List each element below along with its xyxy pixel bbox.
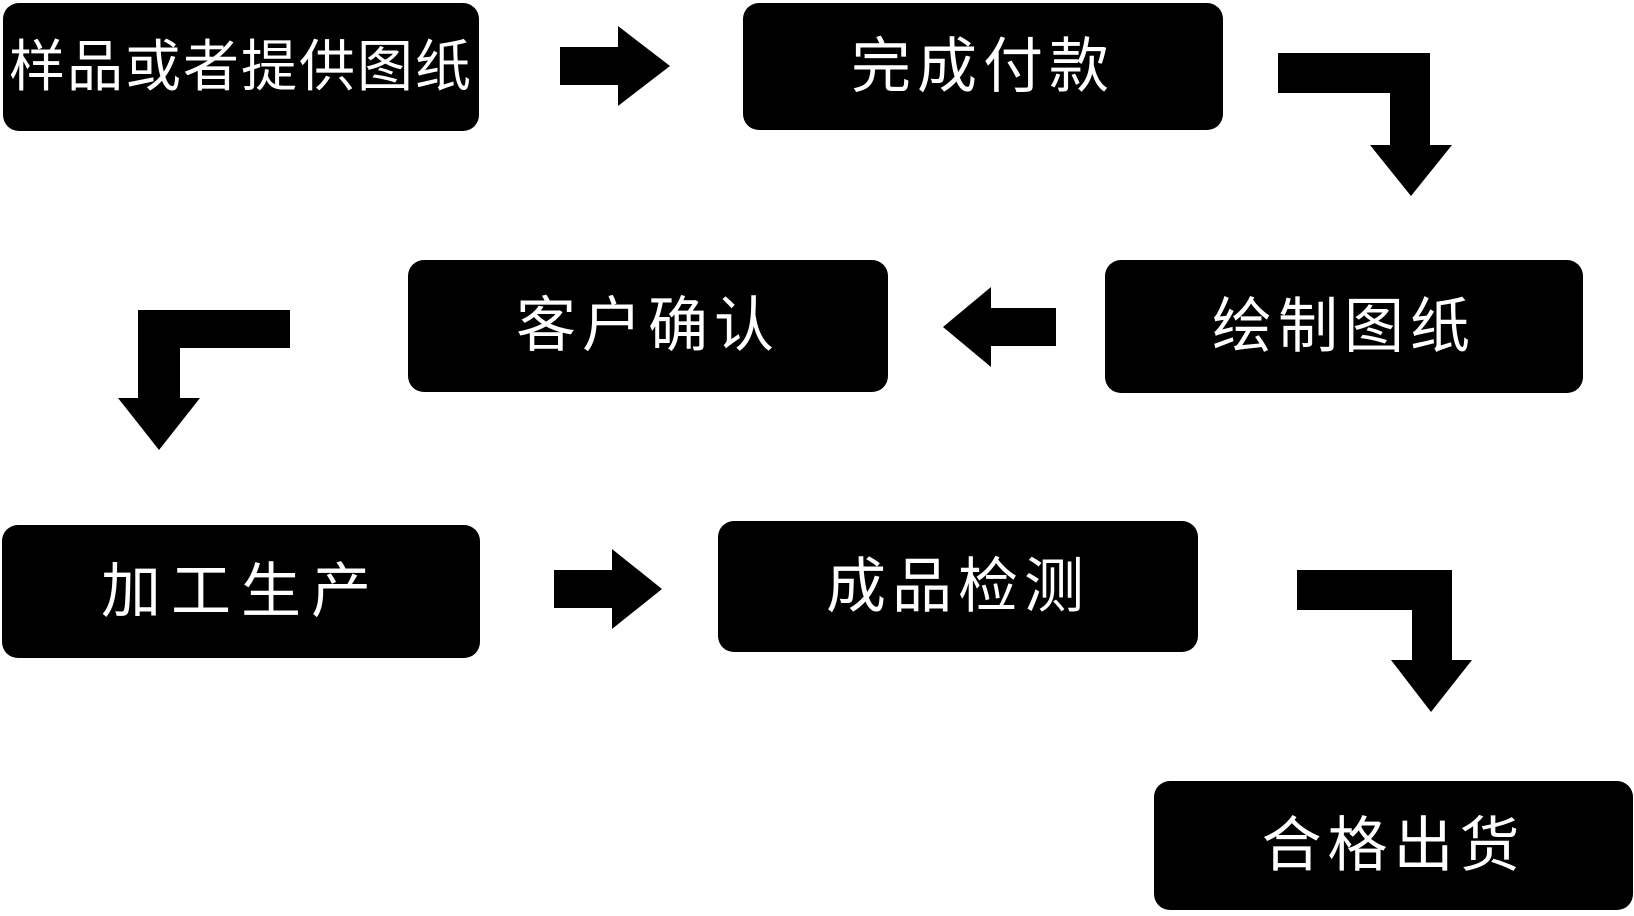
node-customer-confirm: 客户确认 (408, 260, 888, 392)
node-processing-production-label: 加工生产 (101, 557, 381, 625)
node-processing-production: 加工生产 (2, 525, 480, 658)
node-product-inspection-label: 成品检测 (826, 552, 1090, 620)
node-customer-confirm-label: 客户确认 (516, 292, 780, 359)
node-sample-or-drawing-label: 样品或者提供图纸 (9, 35, 473, 98)
elbow-arrow-icon-confirm-to-production (118, 310, 290, 450)
node-sample-or-drawing: 样品或者提供图纸 (3, 3, 479, 131)
elbow-arrow-icon-inspection-to-shipment (1297, 570, 1472, 712)
node-draw-drawing: 绘制图纸 (1105, 260, 1583, 393)
node-qualified-shipment: 合格出货 (1154, 781, 1633, 910)
node-qualified-shipment-label: 合格出货 (1261, 811, 1526, 879)
node-draw-drawing-label: 绘制图纸 (1212, 292, 1476, 360)
left-arrow-icon-drawing-to-confirm (943, 287, 1056, 367)
node-product-inspection: 成品检测 (718, 521, 1198, 652)
right-arrow-icon-sample-to-payment (560, 26, 670, 106)
elbow-arrow-icon-payment-to-drawing (1278, 53, 1452, 196)
node-complete-payment: 完成付款 (743, 3, 1223, 130)
node-complete-payment-label: 完成付款 (851, 32, 1115, 100)
right-arrow-icon-production-to-inspection (554, 549, 662, 629)
